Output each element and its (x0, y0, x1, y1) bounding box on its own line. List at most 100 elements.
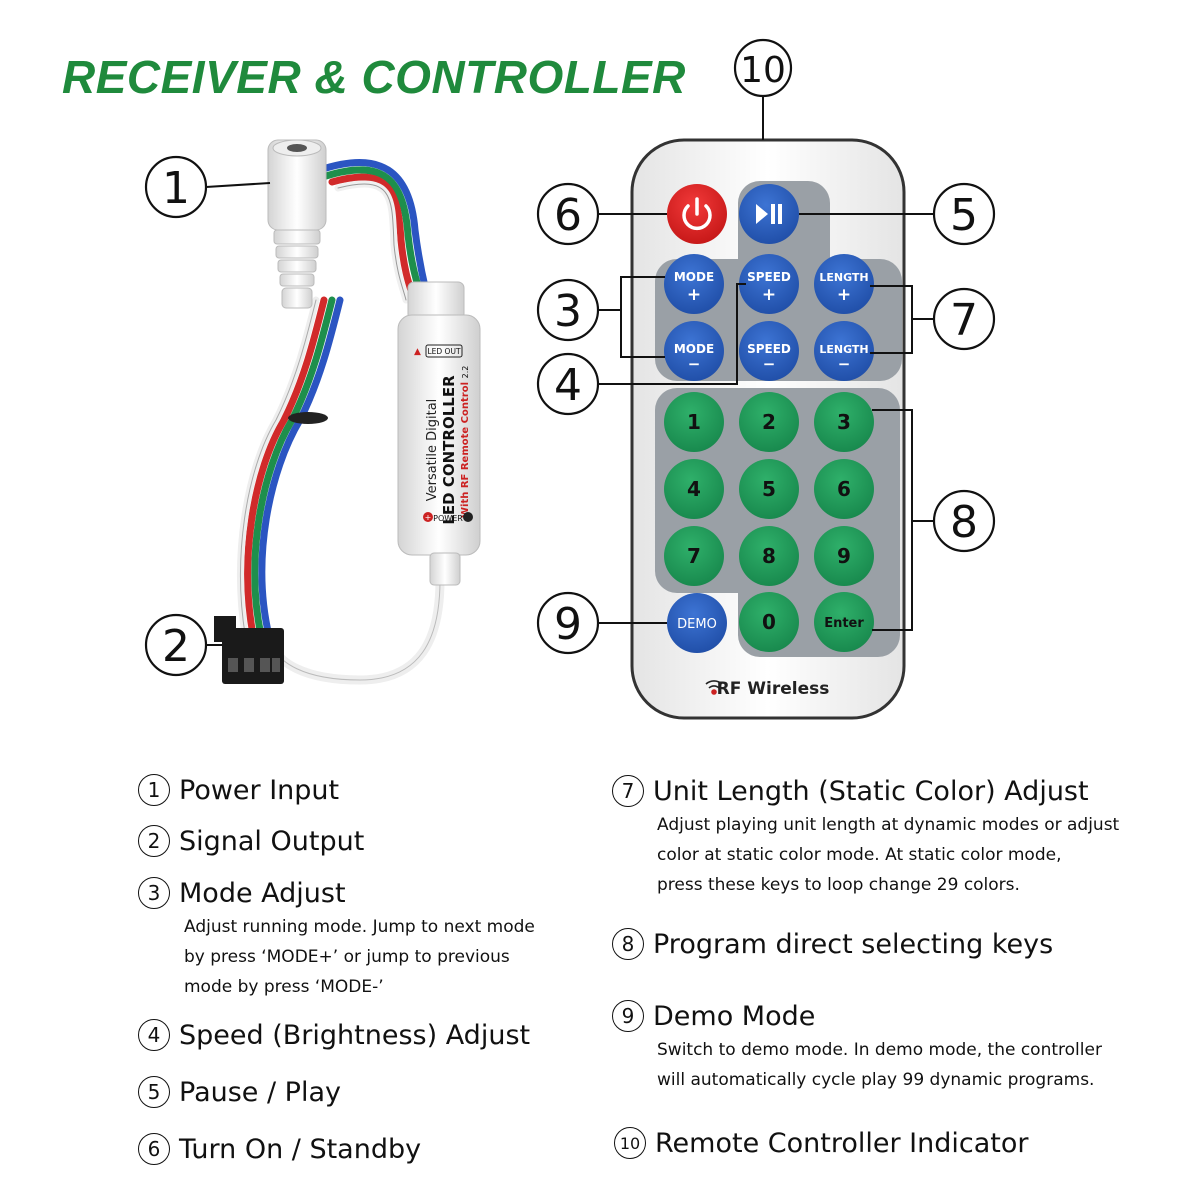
key-0-label: 0 (762, 610, 776, 634)
demo-label: DEMO (677, 617, 717, 632)
legend-item-10: 10 Remote Controller Indicator (614, 1127, 1028, 1159)
wifi-icon (705, 680, 723, 695)
key-6-label: 6 (837, 477, 851, 501)
length-minus-button[interactable]: LENGTH − (814, 321, 874, 381)
callout-8: 8 (932, 489, 996, 553)
legend-num-4: 4 (138, 1019, 170, 1051)
callout-10-label: 10 (740, 50, 786, 91)
legend-num-2: 2 (138, 825, 170, 857)
play-pause-icon (756, 204, 782, 224)
demo-button[interactable]: DEMO (667, 593, 727, 653)
legend-title-10: Remote Controller Indicator (655, 1127, 1029, 1159)
length-plus-button[interactable]: LENGTH + (814, 254, 874, 314)
legend-title-3: Mode Adjust (179, 877, 346, 909)
speed-plus-button[interactable]: SPEED + (739, 254, 799, 314)
legend-desc-3: Adjust running mode. Jump to next mode b… (184, 912, 535, 1002)
callout-4-label: 4 (554, 360, 582, 411)
key-7-label: 7 (687, 544, 701, 568)
play-pause-button[interactable] (739, 184, 799, 244)
callout-2-label: 2 (162, 621, 190, 672)
controller-housing: ▲ LED OUT Versatile Digital LED CONTROLL… (397, 281, 481, 586)
receiver-badge: 2.2 (461, 366, 470, 379)
page-title: RECEIVER & CONTROLLER (62, 51, 686, 103)
mode-minus-button[interactable]: MODE − (664, 321, 724, 381)
key-3[interactable]: 3 (814, 392, 874, 452)
receiver-module: ▲ LED OUT Versatile Digital LED CONTROLL… (205, 139, 481, 685)
legend-num-5: 5 (138, 1076, 170, 1108)
legend-item-9: 9 Demo Mode (612, 1000, 815, 1032)
legend-item-7: 7 Unit Length (Static Color) Adjust (612, 775, 1089, 807)
minus-sign: − (688, 355, 701, 373)
power-button[interactable] (667, 184, 727, 244)
legend-item-8: 8 Program direct selecting keys (612, 928, 1053, 960)
key-2[interactable]: 2 (739, 392, 799, 452)
led-out-label: LED OUT (427, 347, 460, 356)
length-plus-label: LENGTH (819, 271, 868, 284)
power-jack (267, 139, 327, 309)
plus-sign: + (837, 285, 851, 305)
callout-9-label: 9 (554, 599, 582, 650)
speed-minus-button[interactable]: SPEED − (739, 321, 799, 381)
enter-button[interactable]: Enter (814, 592, 874, 652)
desc-line: will automatically cycle play 99 dynamic… (657, 1070, 1095, 1090)
key-1-label: 1 (687, 410, 701, 434)
callout-4: 4 (536, 352, 600, 416)
callout-1-label: 1 (162, 163, 190, 214)
input-wires (316, 159, 432, 304)
callout-leaders (598, 96, 935, 631)
key-1[interactable]: 1 (664, 392, 724, 452)
key-3-label: 3 (837, 410, 851, 434)
key-9[interactable]: 9 (814, 526, 874, 586)
legend-title-7: Unit Length (Static Color) Adjust (653, 775, 1089, 807)
callout-3: 3 (536, 278, 600, 342)
cable-tie (288, 412, 328, 424)
legend-num-3: 3 (138, 877, 170, 909)
legend-title-8: Program direct selecting keys (653, 928, 1054, 960)
mode-plus-button[interactable]: MODE + (664, 254, 724, 314)
callout-2: 2 (144, 613, 208, 677)
callout-5: 5 (932, 182, 996, 246)
key-2-label: 2 (762, 410, 776, 434)
legend-item-2: 2 Signal Output (138, 825, 364, 857)
legend-title-6: Turn On / Standby (179, 1133, 422, 1165)
key-8[interactable]: 8 (739, 526, 799, 586)
key-6[interactable]: 6 (814, 459, 874, 519)
key-4[interactable]: 4 (664, 459, 724, 519)
remote-control: MODE + SPEED + LENGTH + MODE − SPEED − L… (630, 138, 906, 720)
callout-6-label: 6 (554, 190, 582, 241)
legend-num-8: 8 (612, 928, 644, 960)
callout-1: 1 (144, 155, 208, 219)
output-wires (237, 296, 445, 685)
receiver-line3: With RF Remote Control (460, 382, 471, 518)
key-5-label: 5 (762, 477, 776, 501)
legend-num-6: 6 (138, 1133, 170, 1165)
speed-plus-label: SPEED (747, 270, 791, 284)
key-4-label: 4 (687, 477, 701, 501)
legend-item-4: 4 Speed (Brightness) Adjust (138, 1019, 530, 1051)
plus-sign: + (687, 285, 701, 305)
callout-9: 9 (536, 591, 600, 655)
key-0[interactable]: 0 (739, 592, 799, 652)
legend-num-9: 9 (612, 1000, 644, 1032)
callout-5-label: 5 (950, 190, 978, 241)
power-icon (682, 197, 712, 231)
callout-10: 10 (733, 38, 793, 98)
legend-item-3: 3 Mode Adjust (138, 877, 346, 909)
callout-8-label: 8 (950, 497, 978, 548)
key-7[interactable]: 7 (664, 526, 724, 586)
desc-line: mode by press ‘MODE-’ (184, 977, 384, 997)
key-5[interactable]: 5 (739, 459, 799, 519)
desc-line: Adjust playing unit length at dynamic mo… (657, 815, 1120, 835)
callout-3-label: 3 (554, 286, 582, 337)
legend-title-1: Power Input (179, 774, 340, 806)
mode-plus-label: MODE (674, 270, 714, 284)
legend-item-5: 5 Pause / Play (138, 1076, 341, 1108)
legend-title-5: Pause / Play (179, 1076, 341, 1108)
legend-num-1: 1 (138, 774, 170, 806)
desc-line: Adjust running mode. Jump to next mode (184, 917, 535, 937)
key-9-label: 9 (837, 544, 851, 568)
legend-title-4: Speed (Brightness) Adjust (179, 1019, 531, 1051)
desc-line: color at static color mode. At static co… (657, 845, 1062, 865)
legend-num-10: 10 (614, 1127, 646, 1159)
